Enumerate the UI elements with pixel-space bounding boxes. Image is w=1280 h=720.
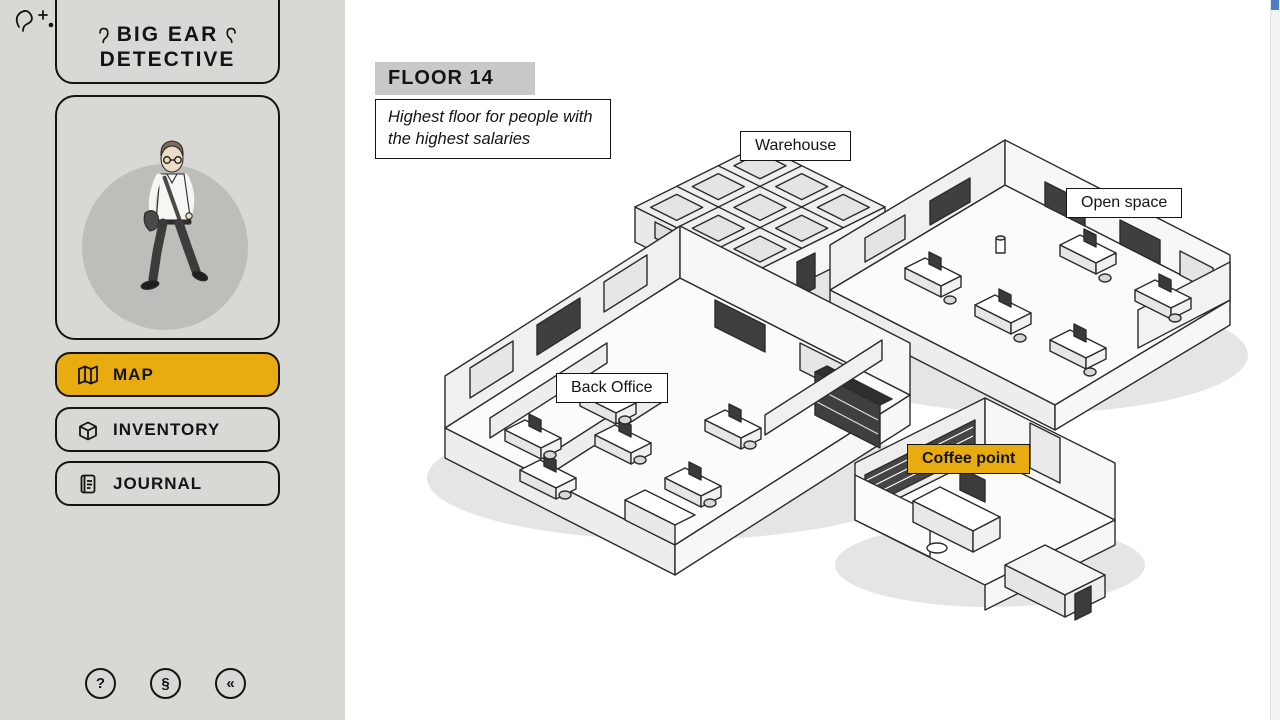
scrollbar-thumb[interactable] xyxy=(1271,0,1279,10)
map-view: FLOOR 14 Highest floor for people with t… xyxy=(345,0,1270,720)
ear-right-icon xyxy=(226,27,237,43)
ear-doodle-icon xyxy=(15,10,54,32)
help-button[interactable]: ? xyxy=(85,668,116,699)
room-label-coffee-point[interactable]: Coffee point xyxy=(907,444,1031,474)
inventory-box-icon xyxy=(79,421,97,440)
detective-portrait xyxy=(55,95,280,340)
room-label-back-office[interactable]: Back Office xyxy=(556,373,668,403)
sidebar: BIG EAR DETECTIVE xyxy=(0,0,345,720)
journal-button[interactable]: JOURNAL xyxy=(55,461,280,506)
logo-text-line1: BIG EAR xyxy=(116,23,219,46)
journal-button-label: JOURNAL xyxy=(113,473,203,493)
inventory-button[interactable]: INVENTORY xyxy=(55,407,280,452)
map-icon xyxy=(78,365,98,384)
ear-left-icon xyxy=(98,27,109,43)
logo-card: BIG EAR DETECTIVE xyxy=(55,0,280,84)
logo-text-line2: DETECTIVE xyxy=(99,48,236,71)
detective-character-illustration xyxy=(82,140,248,330)
sound-button[interactable]: § xyxy=(150,668,181,699)
logo-line-1: BIG EAR xyxy=(97,23,239,47)
scrollbar-track[interactable] xyxy=(1270,0,1280,720)
inventory-button-label: INVENTORY xyxy=(113,419,221,439)
floor-subtitle: Highest floor for people with the highes… xyxy=(375,99,611,159)
floor-title: FLOOR 14 xyxy=(375,62,535,95)
open-space-building xyxy=(829,139,1231,431)
journal-icon xyxy=(80,474,96,493)
back-office-building xyxy=(444,225,911,576)
map-button[interactable]: MAP xyxy=(55,352,280,397)
map-button-label: MAP xyxy=(113,364,154,384)
room-label-open-space[interactable]: Open space xyxy=(1066,188,1183,218)
collapse-button[interactable]: « xyxy=(215,668,246,699)
floor-map-illustration xyxy=(427,139,1248,621)
room-label-warehouse[interactable]: Warehouse xyxy=(740,131,852,161)
coffee-point-building xyxy=(854,397,1116,621)
